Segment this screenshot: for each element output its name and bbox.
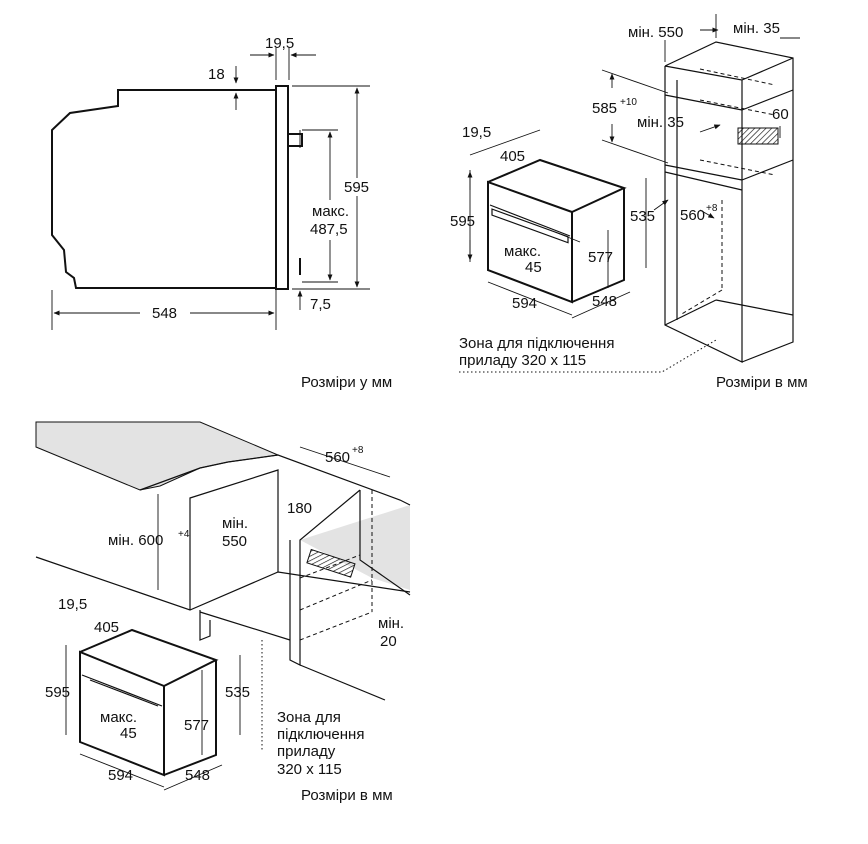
zone-line1: Зона для	[277, 709, 341, 726]
zone-line2: підключення	[277, 726, 364, 743]
dim-18-label: 18	[208, 66, 225, 83]
dim-405-label: 405	[500, 148, 525, 165]
zone-label-line1: Зона для підключення	[459, 335, 614, 352]
zone-line4: 320 x 115	[277, 761, 342, 778]
dim-535-label: 535	[225, 684, 250, 701]
max-label: макс.	[100, 709, 137, 726]
dim-560-sup: +8	[352, 445, 364, 456]
tall-cabinet-diagram: мін. 550 мін. 35 585 +10 мін. 35 60 560 …	[450, 14, 808, 391]
dim-594-label: 594	[512, 295, 537, 312]
connection-zone-hatch	[737, 127, 779, 145]
min-35-top-label: мін. 35	[733, 20, 780, 37]
dim-7-5-label: 7,5	[310, 296, 331, 313]
zone-line3: приладу	[277, 743, 336, 760]
under-counter-diagram: 560 +8 мін. 600 +4 мін. 550 180 мін. 20 …	[35, 421, 411, 804]
min-35-label: мін. 35	[637, 114, 684, 131]
dim-594-label: 594	[108, 767, 133, 784]
worktop-surface	[35, 421, 280, 491]
connection-zone-hatch-2	[306, 548, 356, 578]
max-label: макс.	[504, 243, 541, 260]
dim-577-label: 577	[184, 717, 209, 734]
dim-548-label: 548	[152, 305, 177, 322]
dim-180-label: 180	[287, 500, 312, 517]
dim-45-label: 45	[120, 725, 137, 742]
oven-box	[487, 158, 627, 304]
dim-548-label: 548	[185, 767, 210, 784]
dim-535-label: 535	[630, 208, 655, 225]
dim-19-5-label: 19,5	[462, 124, 491, 141]
diagram2-caption: Розміри в мм	[716, 374, 808, 391]
oven-front-panel	[275, 85, 289, 290]
tall-cabinet	[664, 41, 794, 363]
dim-19-5-label: 19,5	[265, 35, 294, 52]
dim-560-sup: +8	[706, 203, 718, 214]
side-view-diagram: 19,5 18 595 макс. 487,5 7,5 548 Розміри …	[51, 35, 392, 391]
min-600-label: мін. 600	[108, 532, 163, 549]
dim-487-5-label: 487,5	[310, 221, 348, 238]
dim-560-label: 560	[680, 207, 705, 224]
dim-548-label: 548	[592, 293, 617, 310]
dim-45-label: 45	[525, 259, 542, 276]
dim-550-label: 550	[222, 533, 247, 550]
dim-60-label: 60	[772, 106, 789, 123]
dim-19-5-label: 19,5	[58, 596, 87, 613]
door-handle	[287, 133, 303, 147]
min-20-label: мін.	[378, 615, 404, 632]
diagram3-caption: Розміри в мм	[301, 787, 393, 804]
dim-595-label: 595	[45, 684, 70, 701]
diagram1-caption: Розміри у мм	[301, 374, 392, 391]
oven-box-2	[79, 628, 219, 777]
zone-label-line2: приладу 320 x 115	[459, 352, 586, 369]
min-label: мін.	[222, 515, 248, 532]
dim-595-label: 595	[450, 213, 475, 230]
dim-max-label: макс.	[312, 203, 349, 220]
dim-405-label: 405	[94, 619, 119, 636]
dim-560-label: 560	[325, 449, 350, 466]
dim-20-label: 20	[380, 633, 397, 650]
min-600-sup: +4	[178, 529, 190, 540]
dim-585-label: 585	[592, 100, 617, 117]
oven-side-profile	[51, 89, 276, 289]
min-550-label: мін. 550	[628, 24, 683, 41]
dim-577-label: 577	[588, 249, 613, 266]
dim-585-sup: +10	[620, 97, 637, 108]
dim-595-label: 595	[344, 179, 369, 196]
